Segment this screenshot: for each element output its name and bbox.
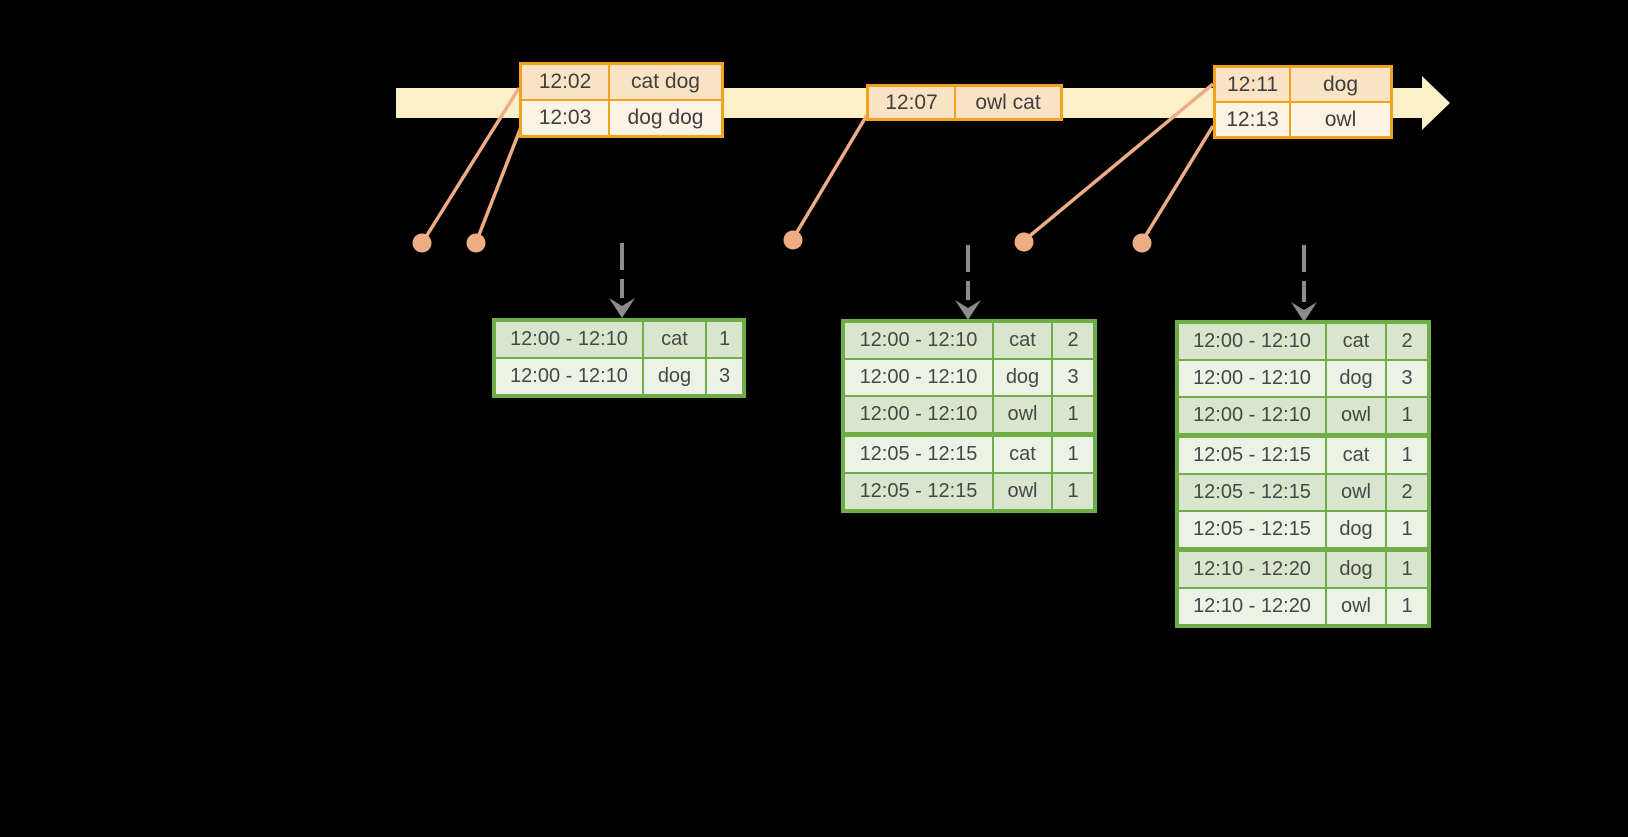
- word-cell: owl: [994, 474, 1051, 509]
- window-cell: 12:00 - 12:10: [496, 359, 642, 394]
- event-time: 12:13: [1216, 103, 1289, 136]
- result-row: 12:00 - 12:10 owl 1: [845, 397, 1093, 432]
- window-cell: 12:00 - 12:10: [1179, 361, 1325, 396]
- window-cell: 12:00 - 12:10: [845, 397, 992, 432]
- window-cell: 12:05 - 12:15: [1179, 438, 1325, 473]
- word-cell: owl: [1327, 398, 1385, 433]
- window-cell: 12:05 - 12:15: [845, 437, 992, 472]
- window-cell: 12:00 - 12:10: [845, 360, 992, 395]
- count-cell: 1: [1387, 512, 1427, 547]
- result-row: 12:00 - 12:10 cat 2: [1179, 324, 1427, 359]
- event-row: 12:07 owl cat: [869, 87, 1060, 118]
- window-cell: 12:00 - 12:10: [1179, 398, 1325, 433]
- event-dot-icon: [1132, 233, 1152, 253]
- event-table-1: 12:02 cat dog 12:03 dog dog: [519, 62, 724, 138]
- result-row: 12:10 - 12:20 dog 1: [1179, 552, 1427, 587]
- connector-line: [422, 87, 521, 241]
- result-table-2: 12:00 - 12:10 cat 2 12:00 - 12:10 dog 3 …: [841, 319, 1097, 513]
- event-row: 12:02 cat dog: [522, 65, 721, 99]
- count-cell: 3: [707, 359, 742, 394]
- window-cell: 12:00 - 12:10: [496, 322, 642, 357]
- result-row: 12:05 - 12:15 owl 1: [845, 474, 1093, 509]
- count-cell: 1: [1053, 474, 1093, 509]
- event-row: 12:11 dog: [1216, 68, 1390, 101]
- result-row: 12:05 - 12:15 owl 2: [1179, 475, 1427, 510]
- event-time: 12:03: [522, 101, 608, 135]
- event-row: 12:03 dog dog: [522, 101, 721, 135]
- result-row: 12:05 - 12:15 cat 1: [1179, 438, 1427, 473]
- down-arrow-icon: [609, 298, 635, 318]
- event-time: 12:07: [869, 87, 954, 118]
- event-words: dog dog: [610, 101, 721, 135]
- window-cell: 12:00 - 12:10: [845, 323, 992, 358]
- count-cell: 1: [1387, 552, 1427, 587]
- window-cell: 12:00 - 12:10: [1179, 324, 1325, 359]
- count-cell: 2: [1053, 323, 1093, 358]
- event-dot-icon: [412, 233, 432, 253]
- event-dot-icon: [783, 230, 803, 250]
- down-arrow-icon: [1291, 302, 1317, 322]
- event-words: owl: [1291, 103, 1390, 136]
- result-row: 12:00 - 12:10 dog 3: [845, 360, 1093, 395]
- word-cell: dog: [1327, 361, 1385, 396]
- result-row: 12:00 - 12:10 cat 1: [496, 322, 742, 357]
- word-cell: cat: [1327, 438, 1385, 473]
- count-cell: 1: [1053, 397, 1093, 432]
- event-table-2: 12:07 owl cat: [866, 84, 1063, 121]
- window-cell: 12:05 - 12:15: [1179, 475, 1325, 510]
- result-row: 12:00 - 12:10 cat 2: [845, 323, 1093, 358]
- event-row: 12:13 owl: [1216, 103, 1390, 136]
- down-arrow-icon: [955, 300, 981, 320]
- connector-line: [1141, 125, 1215, 241]
- connector-line: [792, 114, 869, 238]
- trigger-arrows: [609, 243, 1317, 322]
- event-words: cat dog: [610, 65, 721, 99]
- word-cell: cat: [644, 322, 705, 357]
- word-cell: owl: [994, 397, 1051, 432]
- count-cell: 1: [1387, 589, 1427, 624]
- event-connectors: [422, 82, 1215, 241]
- connector-line: [1024, 82, 1215, 241]
- event-dot-icon: [466, 233, 486, 253]
- result-row: 12:10 - 12:20 owl 1: [1179, 589, 1427, 624]
- result-row: 12:05 - 12:15 dog 1: [1179, 512, 1427, 547]
- word-cell: cat: [1327, 324, 1385, 359]
- count-cell: 3: [1053, 360, 1093, 395]
- word-cell: cat: [994, 437, 1051, 472]
- timeline-arrowhead-icon: [1422, 76, 1450, 130]
- result-row: 12:00 - 12:10 dog 3: [496, 359, 742, 394]
- window-cell: 12:10 - 12:20: [1179, 552, 1325, 587]
- result-row: 12:05 - 12:15 cat 1: [845, 437, 1093, 472]
- result-table-1: 12:00 - 12:10 cat 1 12:00 - 12:10 dog 3: [492, 318, 746, 398]
- word-cell: owl: [1327, 589, 1385, 624]
- count-cell: 1: [1053, 437, 1093, 472]
- event-time: 12:11: [1216, 68, 1289, 101]
- count-cell: 1: [1387, 398, 1427, 433]
- word-cell: owl: [1327, 475, 1385, 510]
- window-cell: 12:05 - 12:15: [845, 474, 992, 509]
- event-table-3: 12:11 dog 12:13 owl: [1213, 65, 1393, 139]
- event-dots: [412, 230, 1152, 253]
- word-cell: cat: [994, 323, 1051, 358]
- count-cell: 1: [707, 322, 742, 357]
- result-table-3: 12:00 - 12:10 cat 2 12:00 - 12:10 dog 3 …: [1175, 320, 1431, 628]
- event-words: dog: [1291, 68, 1390, 101]
- connector-line: [475, 126, 523, 241]
- word-cell: dog: [1327, 512, 1385, 547]
- window-cell: 12:10 - 12:20: [1179, 589, 1325, 624]
- event-words: owl cat: [956, 87, 1060, 118]
- event-dot-icon: [1014, 232, 1034, 252]
- result-row: 12:00 - 12:10 dog 3: [1179, 361, 1427, 396]
- word-cell: dog: [1327, 552, 1385, 587]
- result-row: 12:00 - 12:10 owl 1: [1179, 398, 1427, 433]
- count-cell: 3: [1387, 361, 1427, 396]
- word-cell: dog: [644, 359, 705, 394]
- count-cell: 2: [1387, 475, 1427, 510]
- window-cell: 12:05 - 12:15: [1179, 512, 1325, 547]
- event-time: 12:02: [522, 65, 608, 99]
- count-cell: 2: [1387, 324, 1427, 359]
- count-cell: 1: [1387, 438, 1427, 473]
- word-cell: dog: [994, 360, 1051, 395]
